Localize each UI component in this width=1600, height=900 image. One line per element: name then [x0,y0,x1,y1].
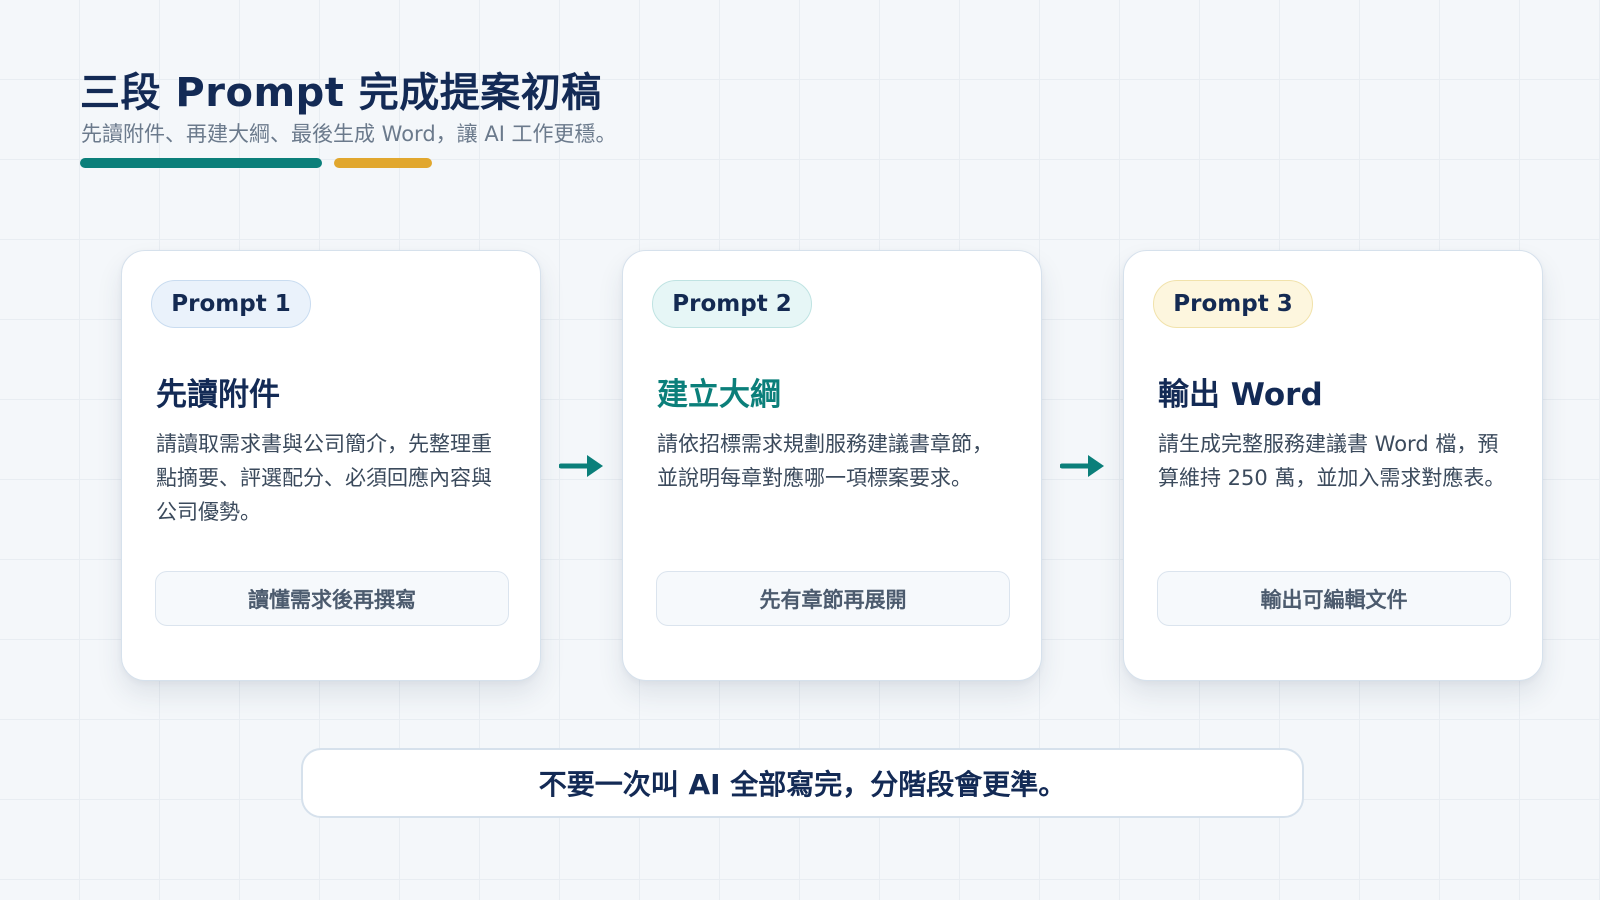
arrow-right-icon [1060,455,1104,477]
bottom-note: 不要一次叫 AI 全部寫完，分階段會更準。 [301,748,1304,818]
prompt-card-1: Prompt 1 先讀附件 請讀取需求書與公司簡介，先整理重點摘要、評選配分、必… [121,250,541,681]
card-footer-1: 讀懂需求後再撰寫 [155,571,509,626]
page-title: 三段 Prompt 完成提案初稿 [80,70,602,116]
card-heading-1: 先讀附件 [156,377,280,413]
card-heading-2: 建立大綱 [657,377,781,413]
accent-bar-teal [80,158,322,168]
prompt-badge-1: Prompt 1 [151,280,311,328]
arrow-right-icon [559,455,603,477]
page-subtitle: 先讀附件、再建大綱、最後生成 Word，讓 AI 工作更穩。 [81,122,617,146]
prompt-badge-3: Prompt 3 [1153,280,1313,328]
card-description-1: 請讀取需求書與公司簡介，先整理重點摘要、評選配分、必須回應內容與公司優勢。 [156,432,492,524]
prompt-badge-2: Prompt 2 [652,280,812,328]
prompt-card-3: Prompt 3 輸出 Word 請生成完整服務建議書 Word 檔，預算維持 … [1123,250,1543,681]
accent-bar-gold [334,158,432,168]
prompt-card-2: Prompt 2 建立大綱 請依招標需求規劃服務建議書章節，並說明每章對應哪一項… [622,250,1042,681]
card-heading-3: 輸出 Word [1158,377,1323,413]
card-footer-3: 輸出可編輯文件 [1157,571,1511,626]
card-description-3: 請生成完整服務建議書 Word 檔，預算維持 250 萬，並加入需求對應表。 [1158,432,1506,490]
card-footer-2: 先有章節再展開 [656,571,1010,626]
card-description-2: 請依招標需求規劃服務建議書章節，並說明每章對應哪一項標案要求。 [657,432,993,490]
